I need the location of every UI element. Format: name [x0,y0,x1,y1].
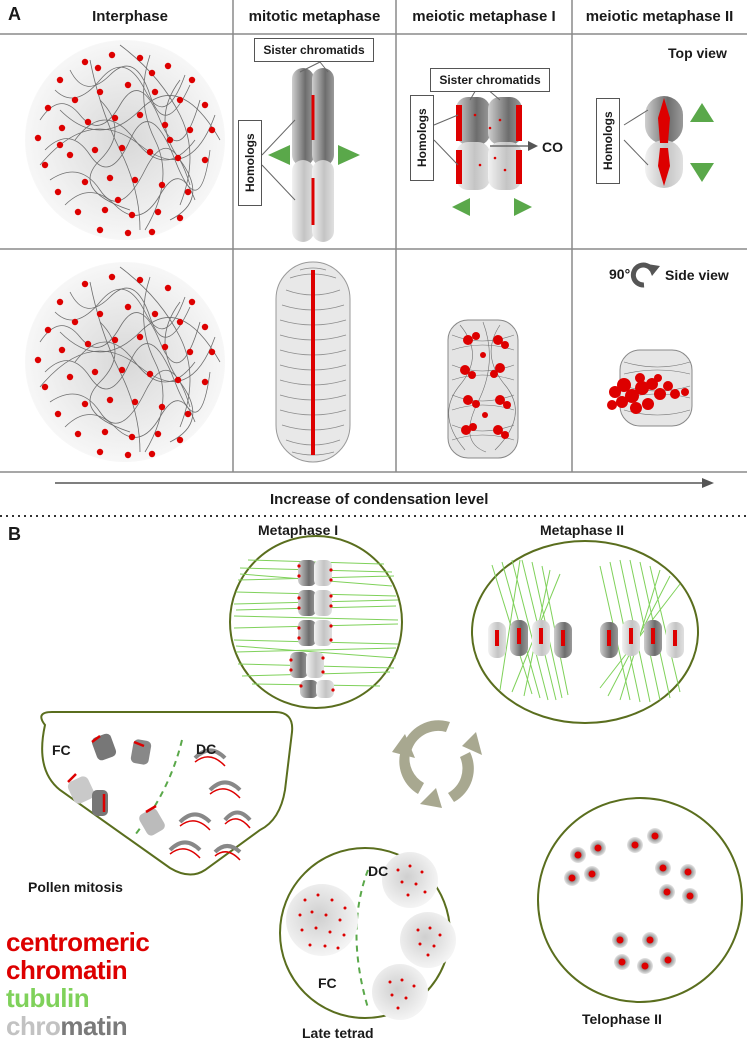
meiotic-i-bivalent-top [433,82,538,216]
meiotic-ii-chromosome-side [607,349,693,427]
panel-label-b: B [8,524,21,544]
metaphase-i-label: Metaphase I [258,522,339,538]
pollen-mitosis-cell [40,711,294,876]
crossover-label: CO [542,139,563,155]
fc-label-tetrad: FC [318,975,337,991]
metaphase-ii-label: Metaphase II [540,522,625,538]
telophase-ii-label: Telophase II [582,1011,662,1027]
panel-a-grid [0,0,747,473]
side-view-label: Side view [665,267,729,283]
rotation-icon [630,262,660,288]
homologs-label-mitotic: Homologs [238,120,262,206]
column-header-mitotic-metaphase: mitotic metaphase [248,8,381,25]
legend-chromatin-light: chro [6,1011,61,1041]
meiotic-ii-chromosome-top [623,96,714,188]
legend-tubulin: tubulin [6,983,90,1013]
meiotic-i-bivalent-side [447,319,519,459]
telophase-ii-cell [537,797,743,1003]
dc-label-tetrad: DC [368,863,389,879]
pollen-mitosis-label: Pollen mitosis [28,879,123,895]
mitotic-chromosome-side [275,261,351,463]
mitotic-chromosome-pair-top [261,61,360,242]
condensation-axis-arrow [55,478,714,488]
interphase-nucleus-top [25,40,225,240]
cycle-arrows-icon [392,720,482,808]
late-tetrad-label: Late tetrad [302,1025,374,1041]
sister-chromatids-label-meiotic-i: Sister chromatids [430,68,550,92]
late-tetrad-cell [279,847,456,1020]
homologs-label-meiotic-ii: Homologs [596,98,620,184]
legend-centromeric: centromeric [6,927,150,957]
legend: centromeric chromatin tubulin chromatin [6,927,150,1040]
legend-chromatin-red: chromatin [6,955,128,985]
rotation-degrees-label: 90° [609,266,631,282]
condensation-axis-label: Increase of condensation level [270,491,489,508]
legend-chromatin-dark: matin [60,1011,128,1041]
column-header-meiotic-metaphase-i: meiotic metaphase I [412,8,556,25]
metaphase-ii-cell [471,540,699,724]
metaphase-i-cell [229,535,403,709]
column-header-meiotic-metaphase-ii: meiotic metaphase II [585,8,734,25]
sister-chromatids-label-mitotic: Sister chromatids [254,38,374,62]
homologs-label-meiotic-i: Homologs [410,95,434,181]
dc-label-pollen: DC [196,741,217,757]
top-view-label: Top view [668,45,727,61]
panel-label-a: A [8,4,21,24]
legend-chromatin-gray: chromatin [6,1012,149,1040]
column-header-interphase: Interphase [92,8,168,25]
fc-label-pollen: FC [52,742,71,758]
interphase-nucleus-bottom [25,262,225,462]
